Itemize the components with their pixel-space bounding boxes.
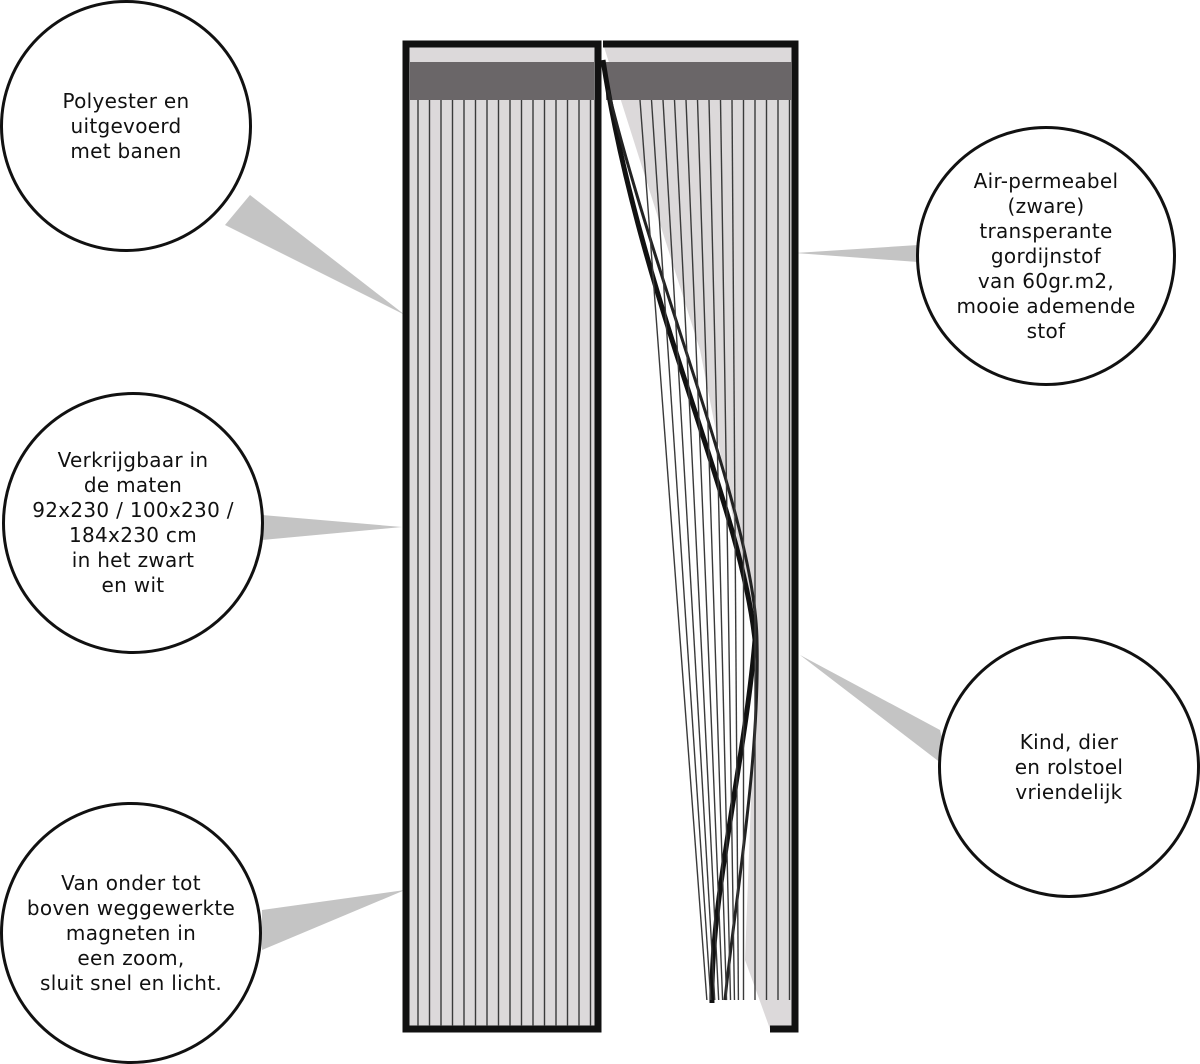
callout-polyester: Polyester en uitgevoerd met banen [0,0,252,252]
mesh-stripe [719,99,736,1001]
callout-line: Air-permeabel [973,168,1119,193]
mesh-stripe [685,99,724,1001]
callout-line: transperante [979,218,1113,243]
pointer-sizes [262,515,402,540]
pointer-polyester [225,195,405,315]
callout-line: een zoom, [77,945,185,970]
callout-fabric: Air-permeabel (zware) transperante gordi… [916,126,1176,386]
callout-line: van 60gr.m2, [977,268,1115,293]
callout-line: en rolstoel [1014,754,1124,779]
mesh-stripe [662,99,716,1001]
right-curtain-panel [600,40,799,1033]
callout-line: mooie ademende [956,293,1136,318]
callout-line: Kind, dier [1019,729,1119,754]
callout-friendly: Kind, dier en rolstoel vriendelijk [938,636,1200,898]
mesh-stripe [650,99,712,1001]
callout-line: sluit snel en licht. [39,970,223,995]
callout-line: Polyester en [62,88,190,113]
callout-line: 184x230 cm [68,523,198,547]
left-curtain-panel [402,40,602,1033]
callout-line: boven weggewerkte [26,895,236,920]
callout-sizes: Verkrijgbaar in de maten 92x230 / 100x23… [2,392,264,654]
callout-line: de maten [83,473,183,497]
callout-line: stof [1026,318,1066,343]
callout-line: magneten in [65,920,197,945]
callout-line: Verkrijgbaar in [57,448,209,472]
callout-line: in het zwart [71,548,195,572]
callout-line: vriendelijk [1015,779,1123,804]
mesh-stripe [708,99,732,1001]
callout-line: en wit [101,573,165,597]
callout-line: gordijnstof [990,243,1102,268]
callout-line: Van onder tot [61,870,201,895]
pointer-magnets [262,890,405,950]
mesh-stripe [639,99,708,1001]
pointer-fabric [795,245,918,262]
callout-magnets: Van onder tot boven weggewerkte magneten… [0,802,262,1064]
pointer-friendly [800,655,950,770]
mesh-stripe [673,99,720,1001]
callout-line: (zware) [1007,193,1085,218]
mesh-stripe [696,99,728,1001]
mesh-stripe [731,99,740,1001]
callout-line: met banen [70,138,182,163]
callout-line: 92x230 / 100x230 / [32,498,234,522]
callout-line: uitgevoerd [70,113,182,138]
